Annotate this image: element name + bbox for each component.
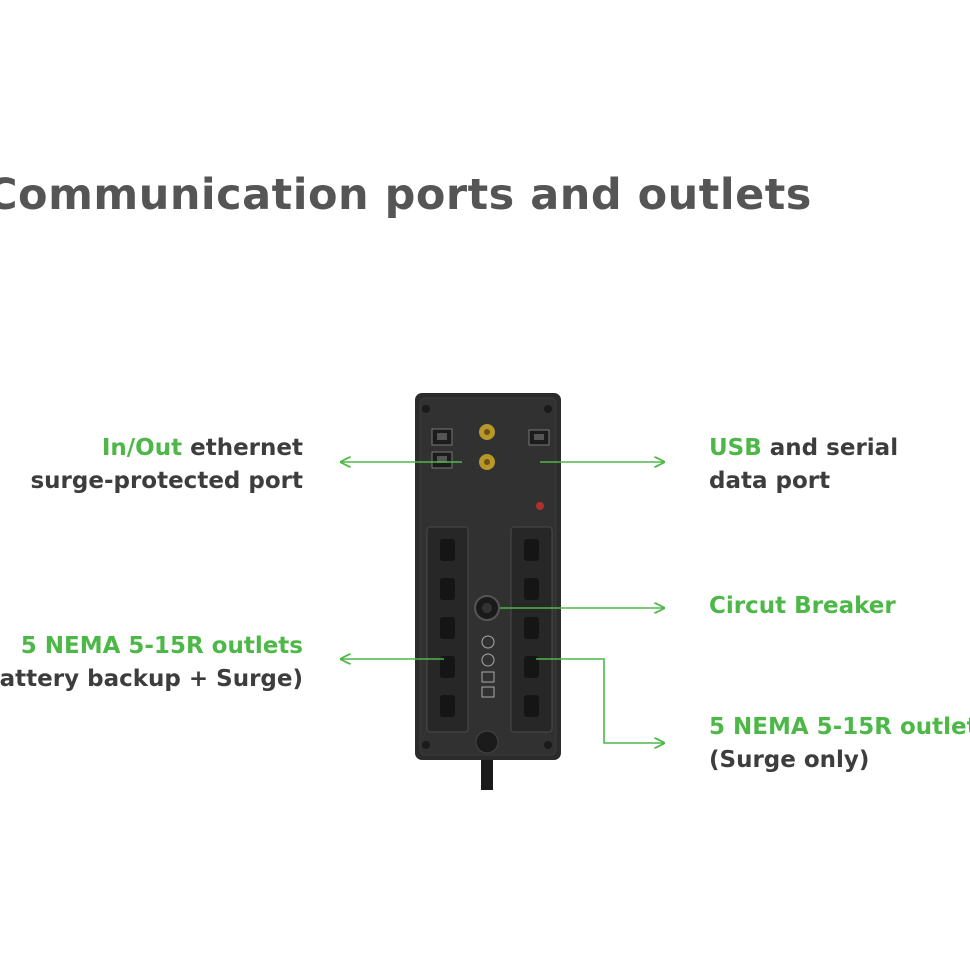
callout-battery-outlets-highlight: 5 NEMA 5-15R outlets	[20, 633, 303, 659]
callout-usb-line2: data port	[709, 468, 831, 494]
ups-device	[415, 393, 561, 760]
callout-battery-outlets-line2: (Battery backup + Surge)	[0, 666, 303, 692]
screw-icon	[544, 405, 552, 413]
callout-usb-line1: USB and serial	[709, 432, 898, 465]
fcc-mark-icon	[481, 686, 495, 698]
callout-surge-outlets-highlight: 5 NEMA 5-15R outlets	[709, 714, 970, 740]
battery-outlets	[440, 539, 455, 717]
certification-icon	[481, 635, 495, 649]
callout-arrows	[341, 462, 664, 743]
page-title: Communication ports and outlets	[0, 170, 812, 220]
callout-usb-rest: and serial	[761, 435, 899, 461]
callout-ethernet-line1: In/Out ethernet	[30, 432, 303, 465]
screw-icon	[422, 405, 430, 413]
callout-ethernet: In/Out ethernet surge-protected port	[30, 432, 303, 498]
callout-ethernet-line2: surge-protected port	[30, 468, 303, 494]
callout-surge-outlets: 5 NEMA 5-15R outlets (Surge only)	[709, 711, 970, 777]
callout-surge-outlets-line2: (Surge only)	[709, 747, 870, 773]
callout-usb-highlight: USB	[709, 435, 762, 461]
callout-ethernet-rest: ethernet	[182, 435, 303, 461]
callout-usb: USB and serial data port	[709, 432, 898, 498]
power-inlet-icon	[475, 730, 499, 754]
certification-icon	[481, 653, 495, 667]
arrow-surge-outlets	[536, 658, 664, 743]
callout-breaker-highlight: Circut Breaker	[709, 593, 896, 619]
screw-icon	[422, 741, 430, 749]
callout-battery-outlets: 5 NEMA 5-15R outlets (Battery backup + S…	[0, 630, 303, 696]
screw-icon	[544, 741, 552, 749]
fcc-mark-icon	[481, 671, 495, 683]
surge-outlets	[524, 539, 539, 717]
callout-breaker: Circut Breaker	[709, 590, 896, 623]
callout-ethernet-highlight: In/Out	[101, 435, 183, 461]
warning-indicator-icon	[536, 502, 544, 510]
